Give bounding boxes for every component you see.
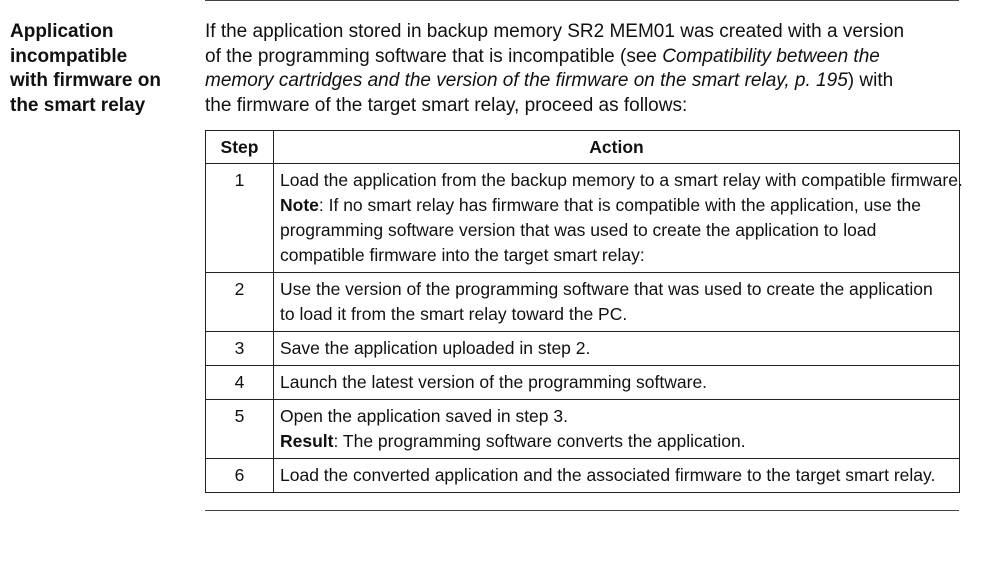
procedure-table: Step Action 1 Load the application from … bbox=[205, 130, 963, 493]
intro-text: If the application stored in backup memo… bbox=[205, 21, 905, 42]
action-text: Result: The programming software convert… bbox=[280, 429, 953, 454]
action-text: Note: If no smart relay has firmware tha… bbox=[280, 193, 953, 218]
heading-line: incompatible bbox=[10, 45, 128, 67]
intro-paragraph: If the application stored in backup memo… bbox=[205, 20, 975, 118]
section-heading: Application incompatible with firmware o… bbox=[10, 20, 195, 118]
step-number: 1 bbox=[205, 163, 274, 273]
column-header-action: Action bbox=[273, 130, 960, 164]
top-divider bbox=[205, 0, 959, 1]
heading-line: with firmware on bbox=[10, 70, 161, 91]
step-number: 5 bbox=[205, 399, 274, 459]
table-row: 1 Load the application from the backup m… bbox=[205, 163, 963, 273]
table-row: 3 Save the application uploaded in step … bbox=[205, 331, 960, 366]
action-text: Use the version of the programming softw… bbox=[280, 279, 933, 299]
step-action: Use the version of the programming softw… bbox=[273, 272, 960, 332]
action-text: Load the converted application and the a… bbox=[280, 465, 936, 485]
step-number: 4 bbox=[205, 365, 274, 400]
note-label: Note bbox=[280, 195, 319, 215]
column-header-step: Step bbox=[205, 130, 274, 164]
action-text: programming software version that was us… bbox=[280, 220, 877, 240]
step-action: Open the application saved in step 3. Re… bbox=[273, 399, 960, 459]
result-text: : The programming software converts the … bbox=[333, 431, 746, 451]
intro-line: the firmware of the target smart relay, … bbox=[205, 94, 975, 119]
heading-line: the smart relay bbox=[10, 94, 146, 116]
step-action: Load the converted application and the a… bbox=[273, 458, 960, 493]
intro-text: the firmware of the target smart relay, … bbox=[205, 94, 688, 116]
action-text: compatible firmware into the target smar… bbox=[280, 245, 645, 265]
action-text: Load the application from the backup mem… bbox=[280, 170, 963, 190]
step-number: 3 bbox=[205, 331, 274, 366]
table-row: 2 Use the version of the programming sof… bbox=[205, 272, 960, 332]
note-text: : If no smart relay has firmware that is… bbox=[318, 195, 921, 215]
intro-line: If the application stored in backup memo… bbox=[205, 20, 975, 45]
table-row: 6 Load the converted application and the… bbox=[205, 458, 960, 493]
step-number: 6 bbox=[205, 458, 274, 493]
action-text: Launch the latest version of the program… bbox=[280, 372, 708, 392]
table-row: 4 Launch the latest version of the progr… bbox=[205, 365, 960, 400]
intro-text: of the programming software that is inco… bbox=[205, 45, 663, 67]
table-row: 5 Open the application saved in step 3. … bbox=[205, 399, 960, 459]
action-text: to load it from the smart relay toward t… bbox=[280, 304, 628, 324]
cross-reference-link[interactable]: Compatibility between the bbox=[662, 45, 880, 67]
step-action: Load the application from the backup mem… bbox=[273, 163, 963, 273]
step-action: Launch the latest version of the program… bbox=[273, 365, 960, 400]
intro-line: of the programming software that is inco… bbox=[205, 45, 975, 70]
result-label: Result bbox=[280, 431, 334, 451]
step-action: Save the application uploaded in step 2. bbox=[273, 331, 960, 366]
intro-text: ) with bbox=[847, 70, 894, 91]
intro-line: memory cartridges and the version of the… bbox=[205, 69, 975, 94]
table-header-row: Step Action bbox=[205, 130, 960, 164]
bottom-divider bbox=[205, 510, 959, 511]
heading-line: Application bbox=[10, 21, 114, 42]
action-text: Save the application uploaded in step 2. bbox=[280, 338, 591, 358]
action-text: Open the application saved in step 3. bbox=[280, 406, 568, 426]
cross-reference-link[interactable]: memory cartridges and the version of the… bbox=[205, 70, 848, 91]
step-number: 2 bbox=[205, 272, 274, 332]
